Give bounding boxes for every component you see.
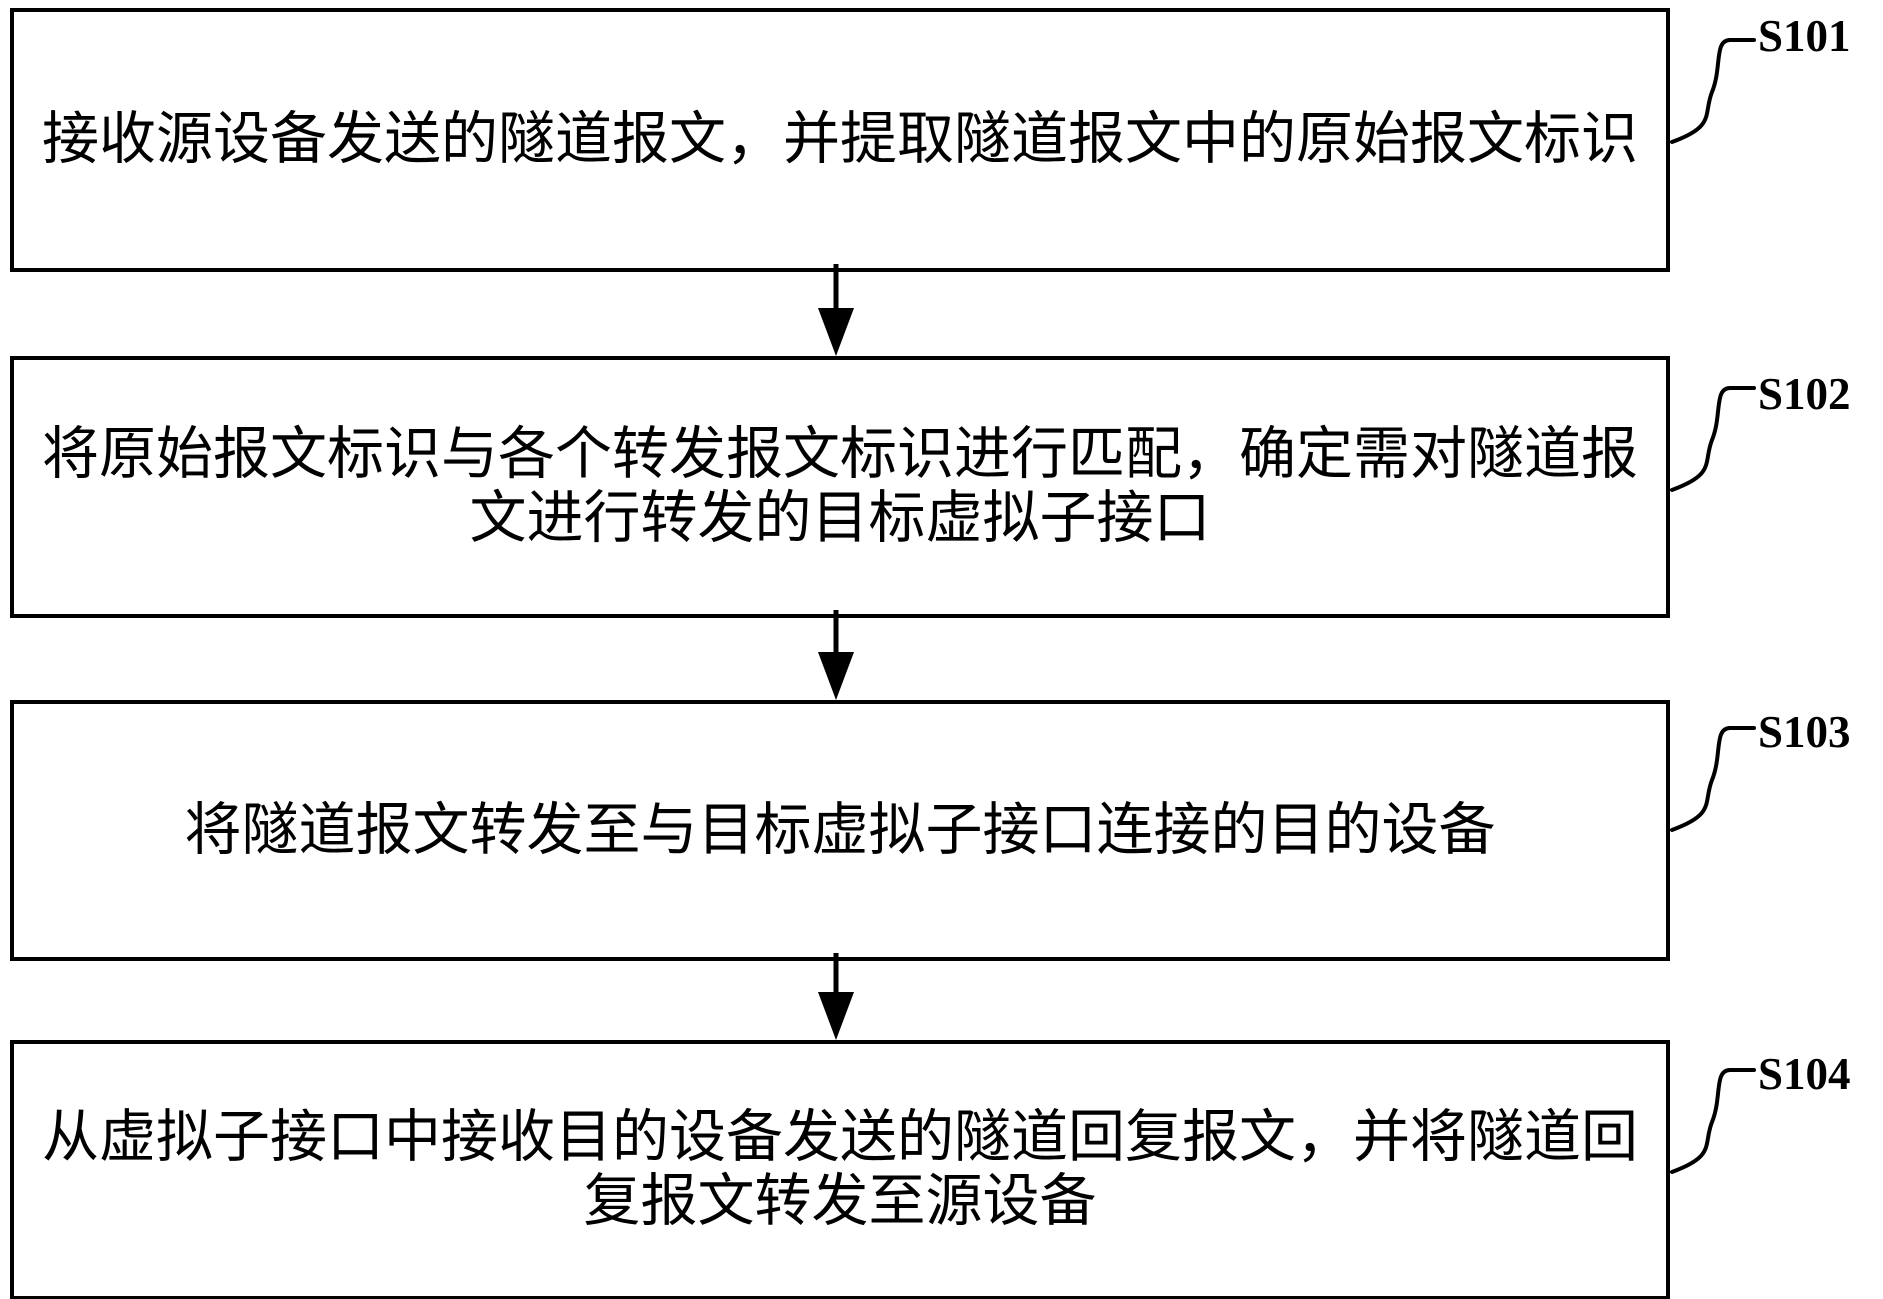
flow-step-text-s103: 将隧道报文转发至与目标虚拟子接口连接的目的设备: [14, 799, 1666, 863]
step-label-connector-s101: [1670, 38, 1756, 144]
flow-step-text-s104: 从虚拟子接口中接收目的设备发送的隧道回复报文，并将隧道回 复报文转发至源设备: [14, 1106, 1666, 1234]
flow-step-box-s103: 将隧道报文转发至与目标虚拟子接口连接的目的设备: [10, 700, 1670, 961]
arrow-head-icon: [818, 652, 854, 700]
step-label-s104: S104: [1758, 1049, 1851, 1099]
step-label-connector-s102: [1670, 386, 1756, 492]
flow-step-text-s101: 接收源设备发送的隧道报文，并提取隧道报文中的原始报文标识: [14, 108, 1666, 172]
arrow-head-icon: [818, 992, 854, 1040]
arrow-stem: [833, 264, 839, 316]
flow-arrow-down-1: [818, 264, 854, 356]
step-label-s103: S103: [1758, 707, 1851, 757]
flow-step-box-s104: 从虚拟子接口中接收目的设备发送的隧道回复报文，并将隧道回 复报文转发至源设备: [10, 1040, 1670, 1299]
flow-arrow-down-3: [818, 953, 854, 1040]
arrow-stem: [833, 610, 839, 660]
flow-step-text-s102: 将原始报文标识与各个转发报文标识进行匹配，确定需对隧道报 文进行转发的目标虚拟子…: [14, 423, 1666, 551]
flow-arrow-down-2: [818, 610, 854, 700]
flow-step-text-line: 将原始报文标识与各个转发报文标识进行匹配，确定需对隧道报: [42, 423, 1638, 486]
step-label-s102: S102: [1758, 369, 1851, 419]
flow-step-text-line: 复报文转发至源设备: [583, 1170, 1097, 1233]
step-label-s101: S101: [1758, 11, 1851, 61]
flow-step-box-s101: 接收源设备发送的隧道报文，并提取隧道报文中的原始报文标识: [10, 8, 1670, 272]
flow-step-text-line: 从虚拟子接口中接收目的设备发送的隧道回复报文，并将隧道回: [42, 1106, 1638, 1169]
flow-step-text-line: 将隧道报文转发至与目标虚拟子接口连接的目的设备: [184, 798, 1496, 862]
arrow-head-icon: [818, 308, 854, 356]
arrow-stem: [833, 953, 839, 1000]
flow-step-box-s102: 将原始报文标识与各个转发报文标识进行匹配，确定需对隧道报 文进行转发的目标虚拟子…: [10, 356, 1670, 618]
flow-step-text-line: 文进行转发的目标虚拟子接口: [469, 487, 1211, 550]
step-label-connector-s103: [1670, 726, 1756, 832]
step-label-connector-s104: [1670, 1068, 1756, 1174]
flow-step-text-line: 接收源设备发送的隧道报文，并提取隧道报文中的原始报文标识: [42, 108, 1638, 171]
